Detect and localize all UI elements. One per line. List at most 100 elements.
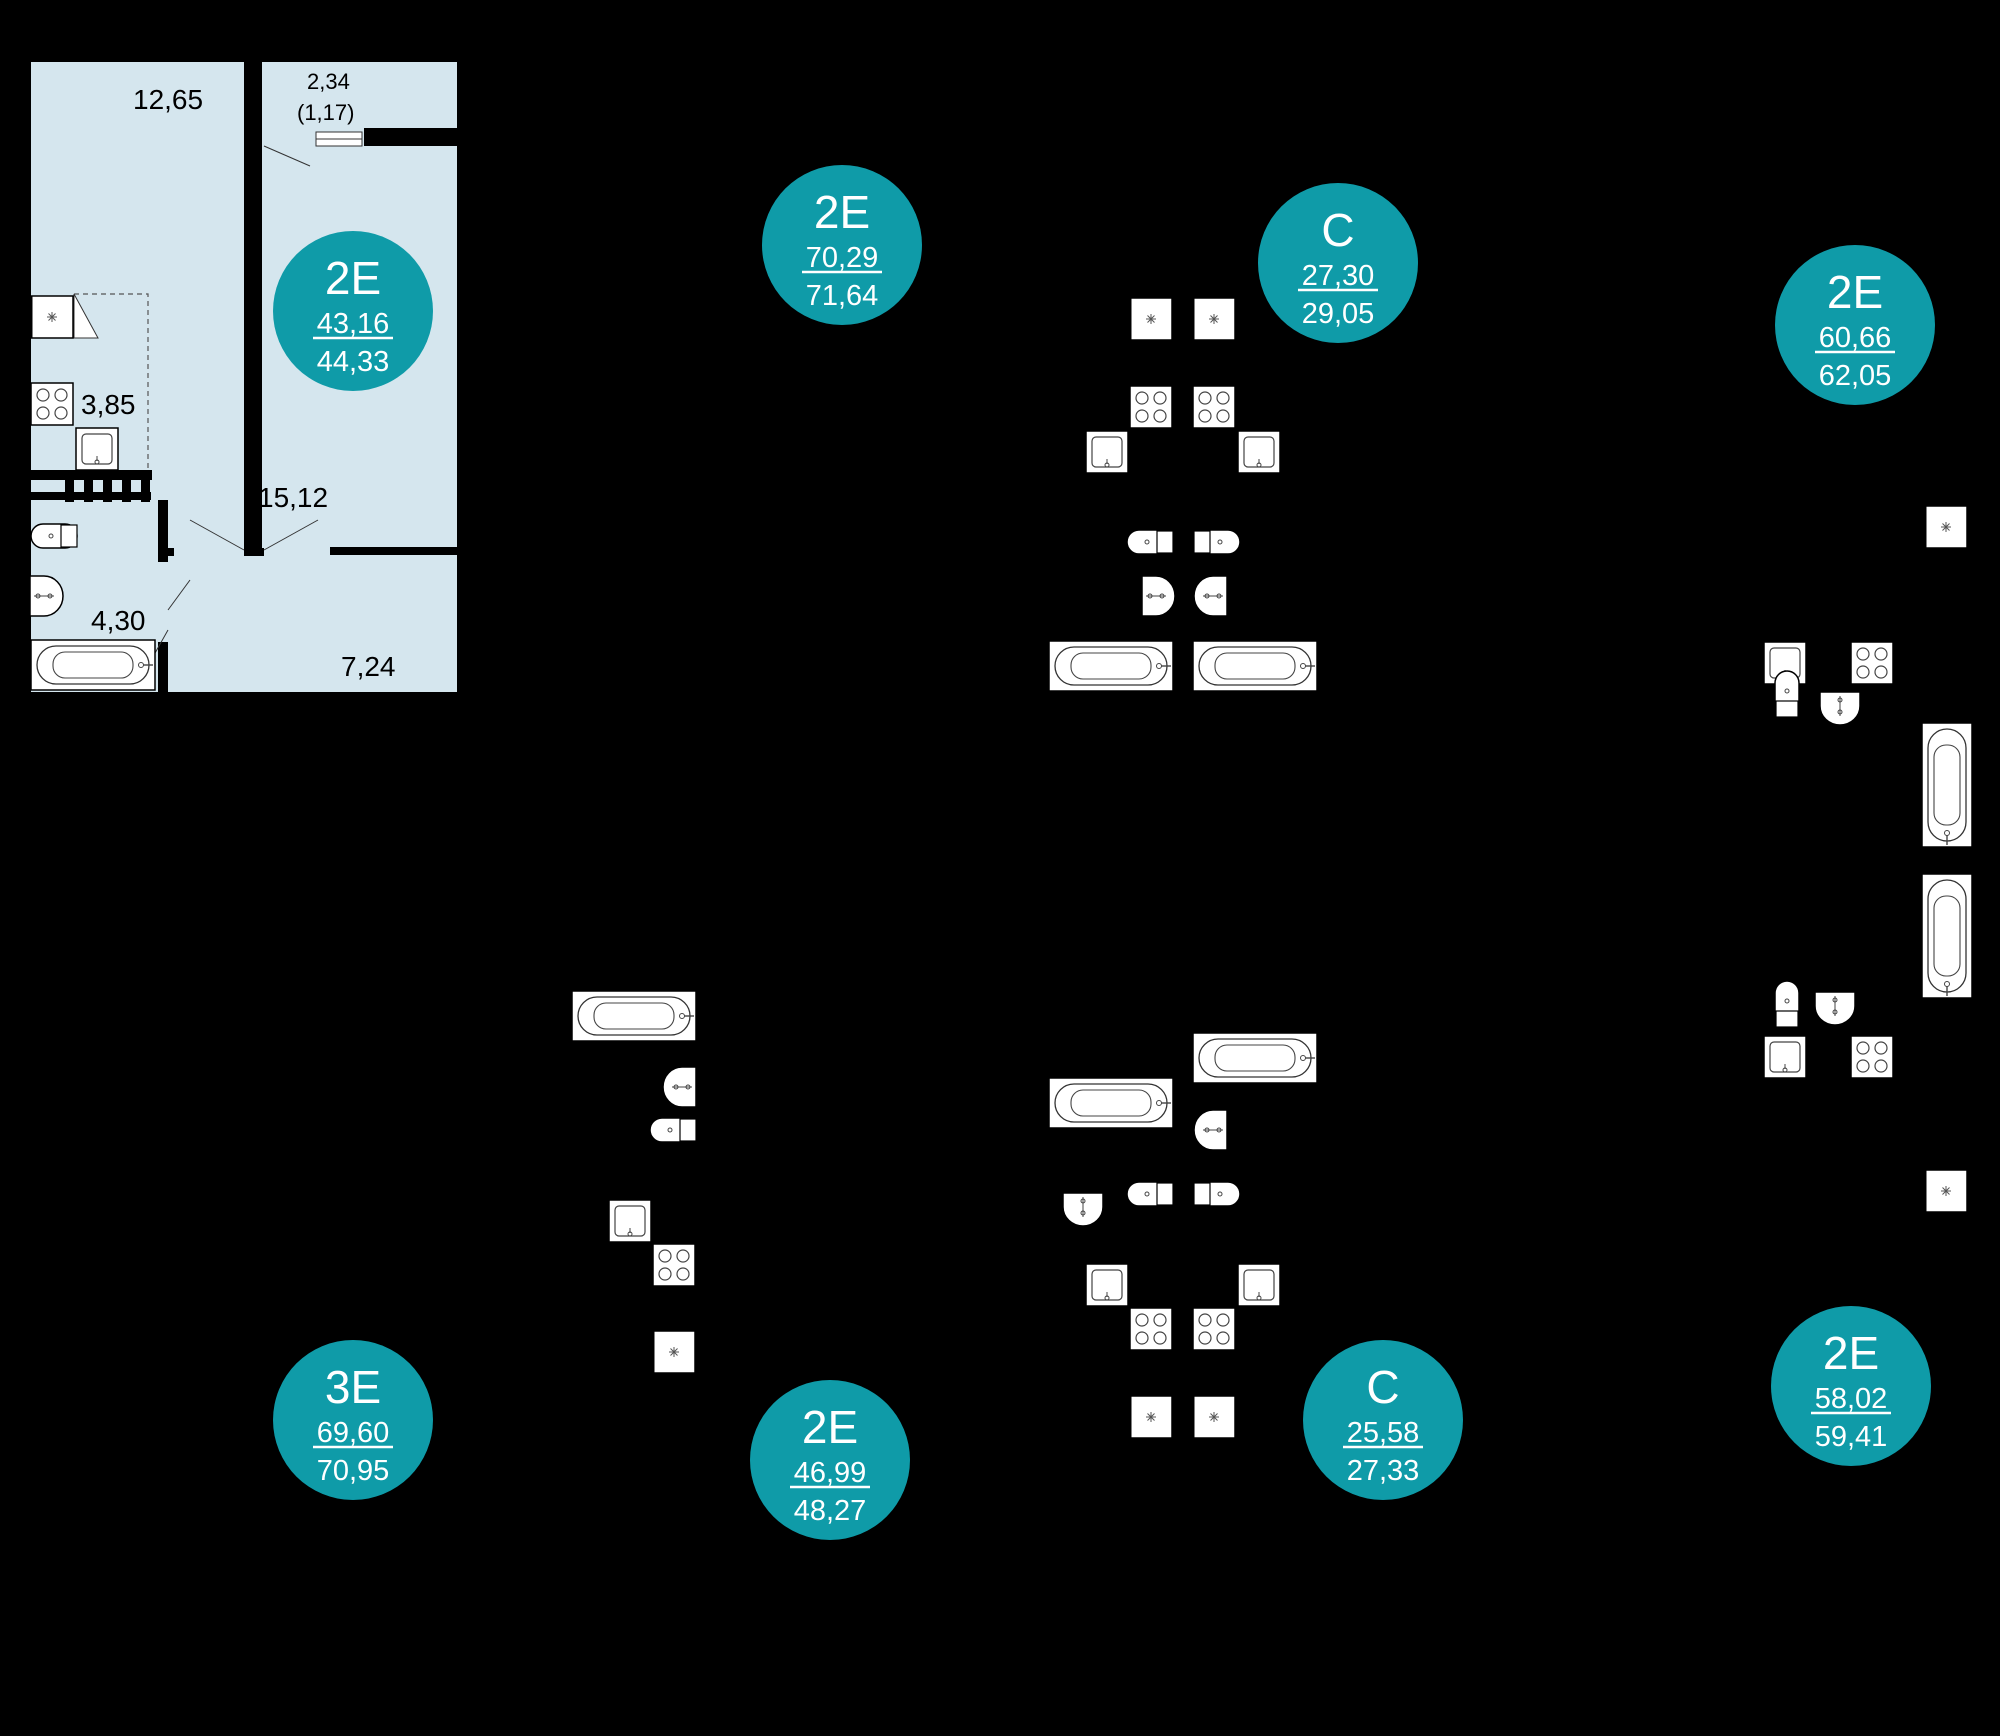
apartment-type: C <box>1321 204 1354 256</box>
apartment-badge[interactable]: 2E 70,29 71,64 <box>762 165 922 325</box>
bathtub-icon <box>1921 873 1973 999</box>
apartment-type: 2E <box>802 1401 858 1453</box>
bathtub-icon <box>571 990 697 1042</box>
badge-circle <box>1775 245 1935 405</box>
vent-icon <box>1128 1394 1174 1440</box>
apartment-badge[interactable]: 2E 58,02 59,41 <box>1771 1306 1931 1466</box>
living-area: 43,16 <box>317 308 390 340</box>
bathtub-icon <box>1921 722 1973 848</box>
toilet-icon <box>30 523 78 549</box>
stove-icon <box>1129 1307 1173 1351</box>
badge-circle <box>1258 183 1418 343</box>
apartment-type: 2E <box>1827 266 1883 318</box>
badge-circle <box>273 1340 433 1500</box>
room-area-label: 2,34 <box>307 69 350 94</box>
toilet-icon <box>1774 980 1800 1028</box>
vent-icon <box>1923 1168 1969 1214</box>
door-swings <box>149 145 319 663</box>
total-area: 29,05 <box>1302 298 1375 330</box>
apartment-type: 3E <box>325 1361 381 1413</box>
stove-icon <box>1192 1307 1236 1351</box>
toilet-icon <box>1193 529 1241 555</box>
apartment-type: 2E <box>325 252 381 304</box>
apartment-badge[interactable]: C 27,30 29,05 <box>1258 183 1418 343</box>
sink-icon <box>75 427 119 471</box>
apartment-type: 2E <box>1823 1327 1879 1379</box>
washbasin-icon <box>662 1066 697 1108</box>
badge-circle <box>762 165 922 325</box>
bathtub-icon <box>1192 1032 1318 1084</box>
toilet-icon <box>1774 670 1800 718</box>
toilet-icon <box>649 1117 697 1143</box>
washbasin-icon <box>1814 991 1856 1026</box>
total-area: 71,64 <box>806 280 879 312</box>
stove-icon <box>1129 385 1173 429</box>
washbasin-icon <box>1141 575 1176 617</box>
living-area: 25,58 <box>1347 1417 1420 1449</box>
kitchen-counter <box>73 293 99 339</box>
stove-icon <box>652 1243 696 1287</box>
room-area-label: (1,17) <box>297 100 354 125</box>
room-area-label: 7,24 <box>341 651 396 682</box>
apartment-badge[interactable]: 2E 60,66 62,05 <box>1775 245 1935 405</box>
washbasin-icon <box>29 575 64 617</box>
apartment-badge[interactable]: 3E 69,60 70,95 <box>273 1340 433 1500</box>
stove-icon <box>1192 385 1236 429</box>
vent-icon <box>1191 296 1237 342</box>
stove-icon <box>30 382 74 426</box>
vent-icon <box>1923 504 1969 550</box>
total-area: 27,33 <box>1347 1455 1420 1487</box>
toilet-icon <box>1126 1181 1174 1207</box>
sink-icon <box>1085 430 1129 474</box>
sink-icon <box>1085 1263 1129 1307</box>
apartment-badge[interactable]: C 25,58 27,33 <box>1303 1340 1463 1500</box>
kitchen-zone-outline <box>74 293 149 470</box>
toilet-icon <box>1126 529 1174 555</box>
washbasin-icon <box>1193 575 1228 617</box>
bathtub-icon <box>1192 640 1318 692</box>
bathtub-icon <box>1048 1077 1174 1129</box>
apartment-walls <box>31 62 458 692</box>
apartment-type: C <box>1366 1361 1399 1413</box>
living-area: 58,02 <box>1815 1383 1888 1415</box>
washbasin-icon <box>1193 1109 1228 1151</box>
room-area-label: 4,30 <box>91 605 146 636</box>
room-area-label: 3,85 <box>81 389 136 420</box>
total-area: 70,95 <box>317 1455 390 1487</box>
stove-icon <box>1850 1035 1894 1079</box>
living-area: 27,30 <box>1302 260 1375 292</box>
badge-circle <box>1303 1340 1463 1500</box>
apartment-type: 2E <box>814 186 870 238</box>
sink-icon <box>1763 1035 1807 1079</box>
total-area: 62,05 <box>1819 360 1892 392</box>
badge-circle <box>750 1380 910 1540</box>
bathtub-icon <box>1048 640 1174 692</box>
sink-icon <box>608 1199 652 1243</box>
living-area: 70,29 <box>806 242 879 274</box>
vent-icon <box>29 294 75 340</box>
living-area: 60,66 <box>1819 322 1892 354</box>
sink-icon <box>1237 1263 1281 1307</box>
living-area: 69,60 <box>317 1417 390 1449</box>
washbasin-icon <box>1819 691 1861 726</box>
bathtub-icon <box>30 639 156 691</box>
sink-icon <box>1237 430 1281 474</box>
badge-circle <box>1771 1306 1931 1466</box>
stove-icon <box>1850 641 1894 685</box>
washbasin-icon <box>1062 1192 1104 1227</box>
badge-circle <box>273 231 433 391</box>
toilet-icon <box>1193 1181 1241 1207</box>
total-area: 44,33 <box>317 346 390 378</box>
living-area: 46,99 <box>794 1457 867 1489</box>
room-area-label: 12,65 <box>133 84 203 115</box>
room-area-label: 15,12 <box>258 482 328 513</box>
apartment-badge[interactable]: 2E 43,16 44,33 <box>273 231 433 391</box>
total-area: 59,41 <box>1815 1421 1888 1453</box>
vent-icon <box>1191 1394 1237 1440</box>
other-fixtures <box>571 296 1973 1440</box>
vent-icon <box>651 1329 697 1375</box>
vent-icon <box>1128 296 1174 342</box>
